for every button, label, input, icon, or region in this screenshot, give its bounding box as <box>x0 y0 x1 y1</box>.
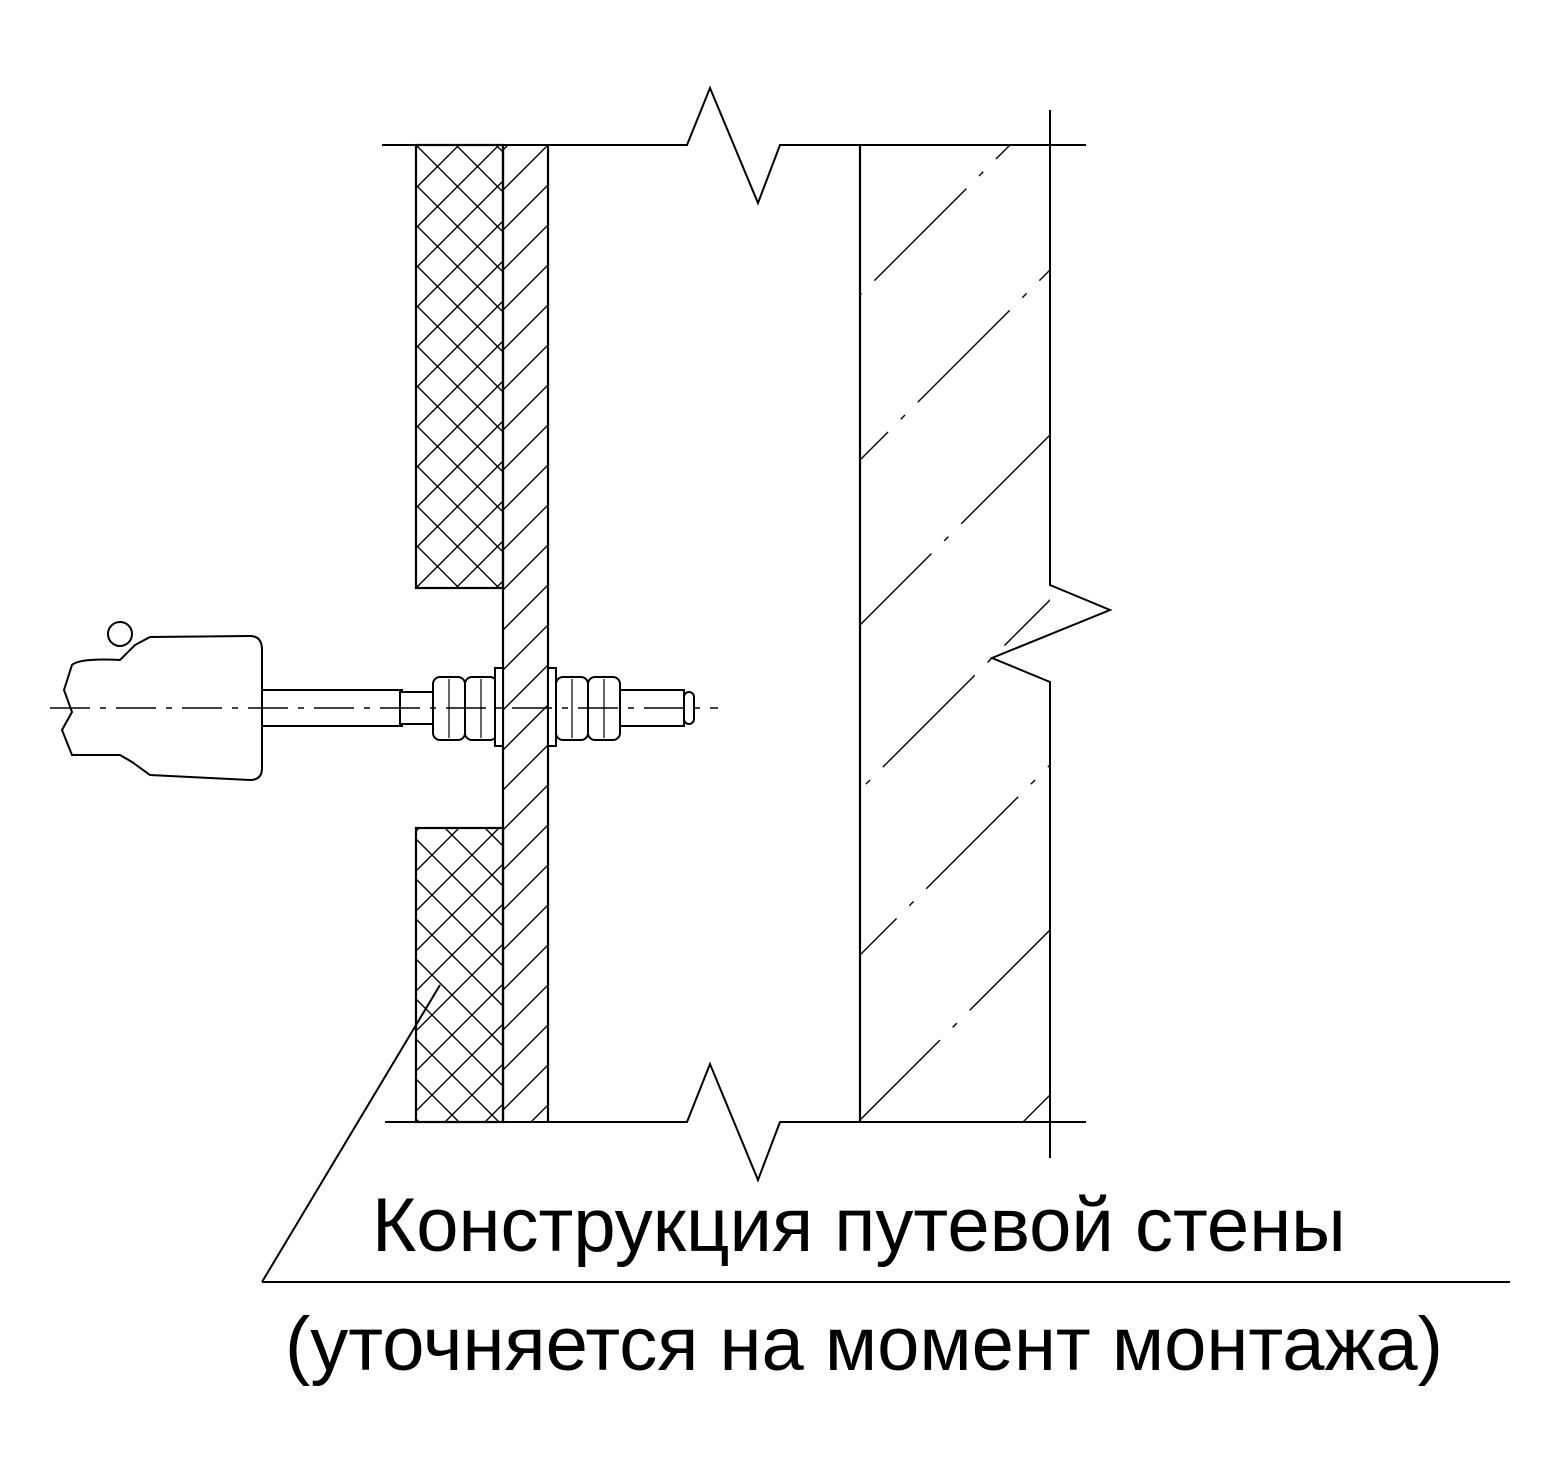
callout-leader <box>261 984 1510 1283</box>
right-break-line <box>989 110 1113 1158</box>
wall-panel <box>501 145 550 1122</box>
insulation-lower <box>414 826 505 1124</box>
top-break-line <box>382 85 1086 206</box>
anchor-bolt <box>261 667 695 747</box>
callout-text-line2: (уточняется на момент монтажа) <box>285 1302 1443 1387</box>
callout-text-line1: Конструкция путевой стены <box>372 1183 1346 1268</box>
concrete-wall <box>858 145 1050 1122</box>
bottom-break-line <box>385 1061 1086 1183</box>
tool-handle <box>60 621 263 782</box>
insulation-upper <box>414 143 505 590</box>
